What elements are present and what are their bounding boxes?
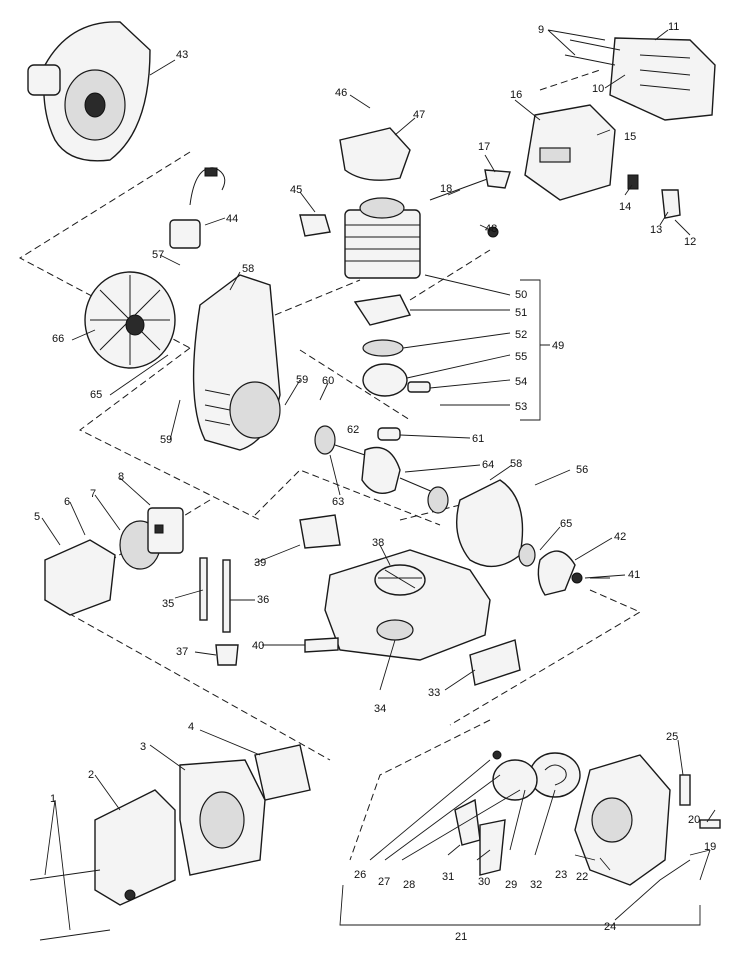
flywheel-66: [84, 271, 176, 369]
callout-42: 42: [614, 531, 626, 543]
callout-30: 30: [478, 876, 490, 888]
callout-32: 32: [530, 879, 542, 891]
callout-65-right: 65: [560, 518, 572, 530]
callout-9: 9: [538, 24, 544, 36]
callout-58-crankcase: 58: [242, 263, 254, 275]
callout-60: 60: [322, 375, 334, 387]
callout-61: 61: [472, 433, 484, 445]
callout-55: 55: [515, 351, 527, 363]
callout-2: 2: [88, 769, 94, 781]
callout-15: 15: [624, 131, 636, 143]
callout-23: 23: [555, 869, 567, 881]
callout-8: 8: [118, 471, 124, 483]
callout-22: 22: [576, 871, 588, 883]
callout-38: 38: [372, 537, 384, 549]
callout-59-right: 59: [296, 374, 308, 386]
crankcase-cover-42: [455, 479, 583, 596]
piston-assembly: [353, 294, 431, 441]
callout-18: 18: [440, 183, 452, 195]
muffler-assembly: [524, 37, 716, 219]
callout-36: 36: [257, 594, 269, 606]
callout-56: 56: [576, 464, 588, 476]
air-filter-assembly: [29, 744, 311, 941]
callout-31: 31: [442, 871, 454, 883]
assembly-guide-lines: [18, 69, 642, 861]
callout-28: 28: [403, 879, 415, 891]
callout-64: 64: [482, 459, 494, 471]
callout-10: 10: [592, 83, 604, 95]
callout-59-left: 59: [160, 434, 172, 446]
callout-53: 53: [515, 401, 527, 413]
callout-6: 6: [64, 496, 70, 508]
cylinder-assembly: [299, 127, 511, 279]
callout-65-left: 65: [90, 389, 102, 401]
callout-11: 11: [668, 21, 679, 33]
callout-7: 7: [90, 488, 96, 500]
callout-16: 16: [510, 89, 522, 101]
callout-34: 34: [374, 703, 386, 715]
callout-51: 51: [515, 307, 527, 319]
callout-24: 24: [604, 921, 616, 933]
callout-37: 37: [176, 646, 188, 658]
callout-41: 41: [628, 569, 640, 581]
callout-40: 40: [252, 640, 264, 652]
crankshaft-64: [314, 425, 449, 514]
fuel-lines: [199, 557, 239, 666]
callout-19: 19: [704, 841, 716, 853]
callout-12: 12: [684, 236, 696, 248]
callout-35: 35: [162, 598, 174, 610]
callout-52: 52: [515, 329, 527, 341]
callout-leaders: [41, 29, 716, 931]
ignition-coil-44: [169, 167, 226, 249]
callout-17: 17: [478, 141, 490, 153]
callout-1: 1: [50, 793, 56, 805]
callout-21: 21: [455, 931, 467, 943]
callout-25: 25: [666, 731, 678, 743]
callout-33: 33: [428, 687, 440, 699]
callout-29: 29: [505, 879, 517, 891]
callout-39: 39: [254, 557, 266, 569]
fuel-tank-34: [299, 514, 521, 686]
callout-54: 54: [515, 376, 527, 388]
callout-50: 50: [515, 289, 527, 301]
callout-5: 5: [34, 511, 40, 523]
callout-3: 3: [140, 741, 146, 753]
callout-49: 49: [552, 340, 564, 352]
callout-44: 44: [226, 213, 238, 225]
callout-20: 20: [688, 814, 700, 826]
fan-housing-43: [27, 21, 151, 162]
carburetor-assembly: [44, 507, 184, 616]
crankcase-58: [192, 274, 281, 451]
callout-66: 66: [52, 333, 64, 345]
starter-assembly: [454, 750, 721, 886]
callout-45: 45: [290, 184, 302, 196]
callout-numbers: 43 9 11 10 16 15 46 47 17 18 14 13 12 45…: [34, 21, 716, 943]
callout-47: 47: [413, 109, 425, 121]
callout-43: 43: [176, 49, 188, 61]
callout-57: 57: [152, 249, 164, 261]
callout-48: 48: [485, 223, 497, 235]
callout-26: 26: [354, 869, 366, 881]
callout-62: 62: [347, 424, 359, 436]
callout-27: 27: [378, 876, 390, 888]
callout-14: 14: [619, 201, 631, 213]
callout-58-cover: 58: [510, 458, 522, 470]
callout-4: 4: [188, 721, 194, 733]
callout-46: 46: [335, 87, 347, 99]
callout-63: 63: [332, 496, 344, 508]
callout-13: 13: [650, 224, 662, 236]
